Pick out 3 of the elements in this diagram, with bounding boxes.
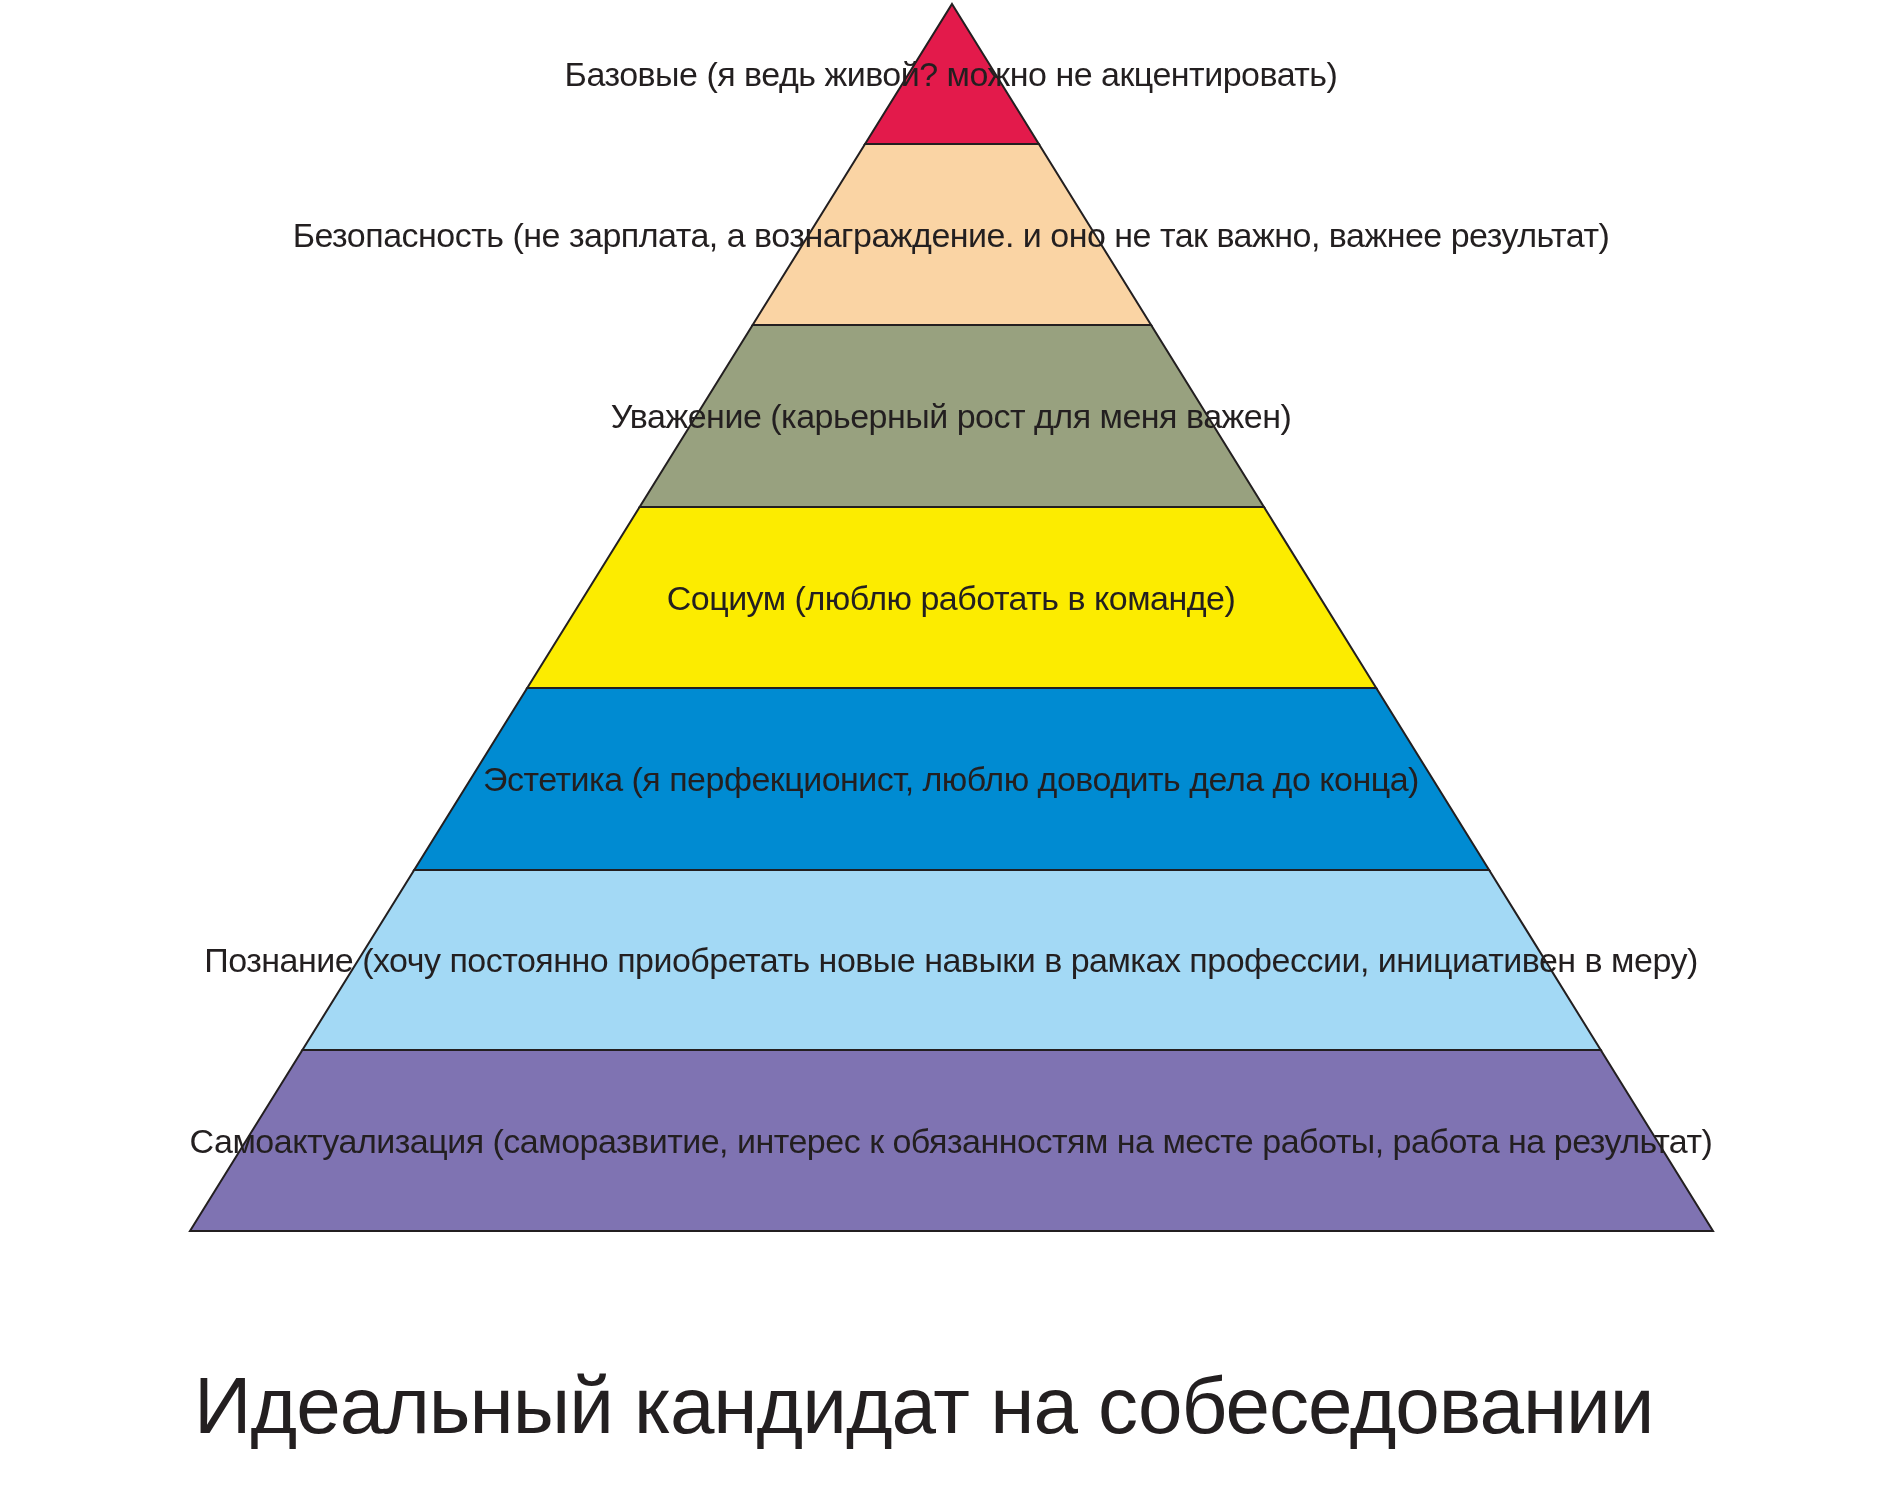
layer-label: Социум (люблю работать в команде) <box>666 578 1236 617</box>
title: Идеальный кандидат на собеседовании <box>194 1360 1654 1452</box>
layer-label: Эстетика (я перфекционист, люблю доводить дела до конца) <box>483 759 1419 799</box>
